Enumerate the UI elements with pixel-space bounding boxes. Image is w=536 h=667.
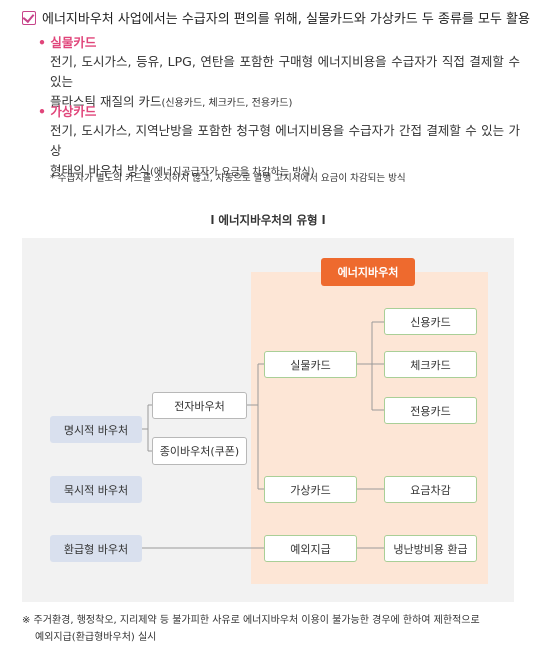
diagram-title: l 에너지바우처의 유형 l (210, 213, 326, 227)
physical-line-1: 전기, 도시가스, 등유, LPG, 연탄을 포함한 구매형 에너지비용을 수급… (50, 54, 520, 89)
intro-line: 에너지바우처 사업에서는 수급자의 편의를 위해, 실물카드와 가상카드 두 종… (22, 8, 530, 27)
physical-line-2-small: (신용카드, 체크카드, 전용카드) (161, 98, 293, 109)
intro-text: 에너지바우처 사업에서는 수급자의 편의를 위해, 실물카드와 가상카드 두 종… (42, 12, 530, 27)
exception-payment-box: 예외지급 (264, 535, 357, 562)
dedicated-card-box: 전용카드 (384, 397, 477, 424)
check-card-box: 체크카드 (384, 351, 477, 378)
electronic-voucher-box: 전자바우처 (152, 392, 247, 419)
implicit-voucher-box: 묵시적 바우처 (50, 476, 142, 503)
voucher-header: 에너지바우처 (321, 258, 415, 286)
bill-deduction-box: 요금차감 (384, 476, 477, 503)
footnote-line-1: ※ 주거환경, 행정착오, 지리제약 등 불가피한 사유로 에너지바우처 이용이… (22, 615, 480, 626)
physical-card-box: 실물카드 (264, 351, 357, 378)
virtual-card-heading: • 가상카드 (38, 104, 97, 119)
virtual-line-1: 전기, 도시가스, 지역난방을 포함한 청구형 에너지비용을 수급자가 간접 결… (50, 123, 520, 158)
explicit-voucher-box: 명시적 바우처 (50, 416, 142, 443)
virtual-line-2-main: 형태의 바우처 방식 (50, 163, 150, 178)
physical-card-description: 전기, 도시가스, 등유, LPG, 연탄을 포함한 구매형 에너지비용을 수급… (50, 52, 520, 114)
physical-line-2: 플라스틱 재질의 카드(신용카드, 체크카드, 전용카드) (50, 92, 520, 114)
virtual-line-2: 형태의 바우처 방식(에너지공급자가 요금을 차감하는 방식) (50, 161, 520, 183)
footnote: ※ 주거환경, 행정착오, 지리제약 등 불가피한 사유로 에너지바우처 이용이… (22, 612, 522, 646)
virtual-card-box: 가상카드 (264, 476, 357, 503)
paper-voucher-box: 종이바우처(쿠폰) (152, 437, 247, 465)
virtual-line-2-small: (에너지공급자가 요금을 차감하는 방식) (149, 167, 315, 178)
footnote-line-2: 예외지급(환급형바우처) 실시 (35, 632, 157, 643)
virtual-note: * 수급자가 별도의 카드를 소지하지 않고, 자동으로 발행 고지서에서 요금… (50, 173, 406, 184)
checkbox-icon (22, 10, 36, 25)
virtual-card-description: 전기, 도시가스, 지역난방을 포함한 청구형 에너지비용을 수급자가 간접 결… (50, 121, 520, 183)
physical-line-2-main: 플라스틱 재질의 카드 (50, 94, 162, 109)
physical-card-heading: • 실물카드 (38, 35, 97, 50)
cooling-heating-refund-box: 냉난방비용 환급 (384, 535, 477, 562)
credit-card-box: 신용카드 (384, 308, 477, 335)
refund-voucher-box: 환급형 바우처 (50, 535, 142, 562)
